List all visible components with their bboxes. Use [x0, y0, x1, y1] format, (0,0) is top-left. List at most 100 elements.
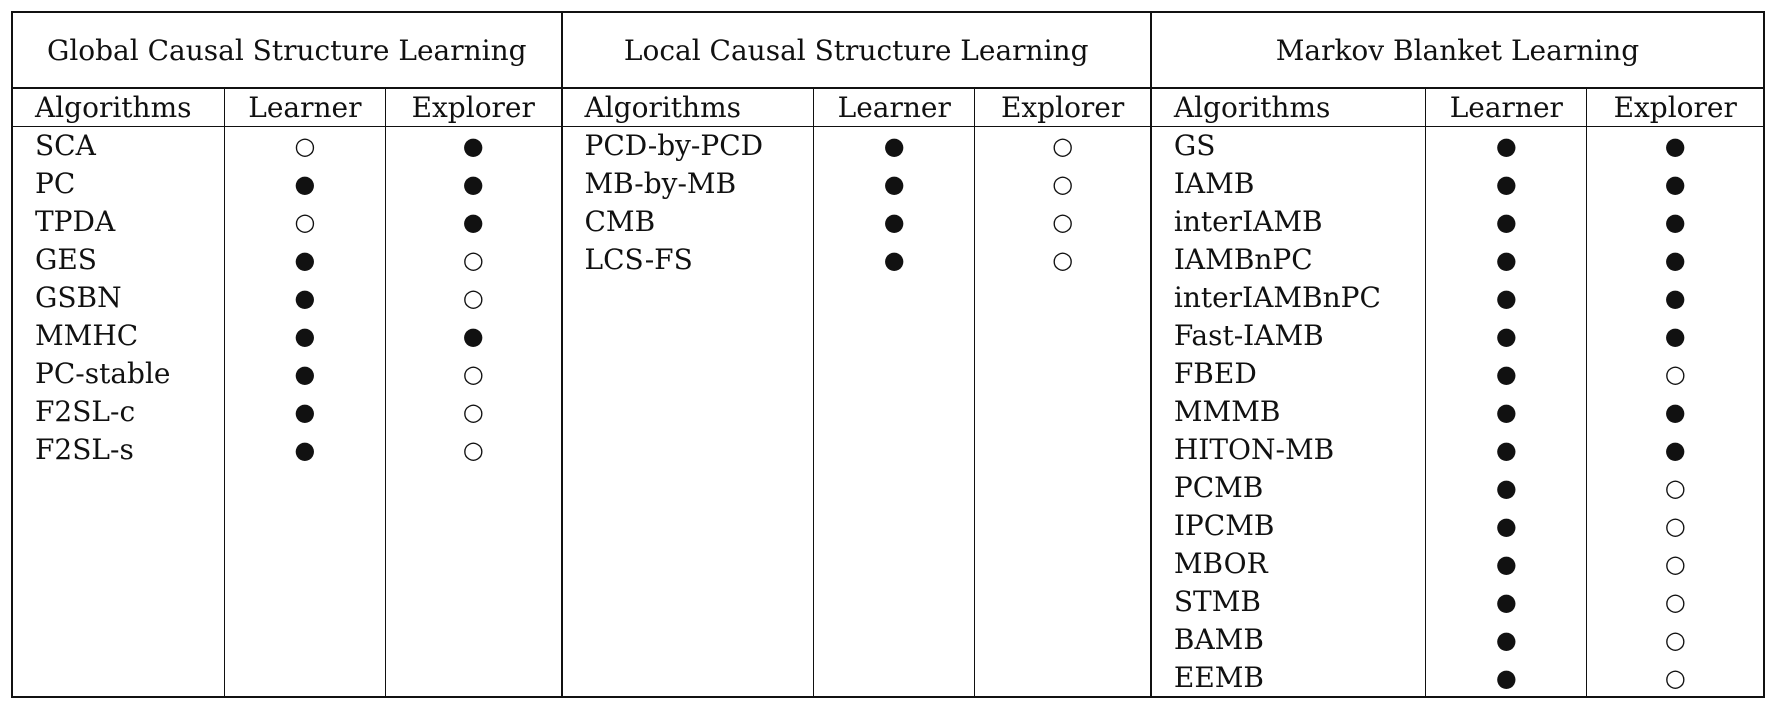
table-row: PC-stable●○FBED●○ — [13, 355, 1763, 393]
explorer-marker: ● — [385, 317, 563, 355]
empty-cell — [813, 355, 976, 393]
table-row: MMHC●●Fast-IAMB●● — [13, 317, 1763, 355]
algorithm-name: STMB — [1150, 583, 1427, 621]
learner-marker: ● — [224, 317, 386, 355]
learner-marker: ● — [1425, 507, 1588, 545]
col-header-learner: Learner — [224, 88, 386, 127]
table-row: EEMB● ○ — [13, 659, 1763, 697]
algorithm-name: MMMB — [1150, 393, 1427, 431]
table-body: SCA○●PCD-by-PCD●○GS●●PC●●MB-by-MB●○IAMB●… — [13, 126, 1763, 697]
empty-cell — [974, 355, 1152, 393]
algorithm-name: F2SL-s — [13, 431, 225, 469]
algorithm-name: PCD-by-PCD — [561, 126, 815, 165]
algorithm-name: interIAMBnPC — [1150, 279, 1427, 317]
empty-cell — [13, 545, 225, 583]
empty-cell — [813, 545, 976, 583]
group-header-row: Global Causal Structure Learning Local C… — [13, 13, 1763, 89]
empty-cell — [561, 469, 815, 507]
learner-marker: ● — [813, 165, 976, 203]
explorer-marker: ○ — [1664, 626, 1686, 654]
explorer-marker: ○ — [1664, 664, 1686, 692]
empty-cell — [561, 317, 815, 355]
learner-marker: ● — [1425, 355, 1588, 393]
explorer-marker: ○ — [1664, 588, 1686, 616]
empty-cell — [385, 545, 563, 583]
col-header-algorithms: Algorithms — [13, 88, 225, 127]
empty-cell — [561, 393, 815, 431]
empty-cell — [974, 583, 1152, 621]
explorer-marker: ○ — [974, 203, 1152, 241]
empty-cell — [385, 507, 563, 545]
algorithm-name: PCMB — [1150, 469, 1427, 507]
learner-marker: ● — [224, 241, 386, 279]
explorer-marker: ○ — [1664, 550, 1686, 578]
empty-cell — [813, 469, 976, 507]
algorithm-name: LCS-FS — [561, 241, 815, 279]
learner-marker: ● — [1425, 583, 1588, 621]
learner-marker: ● — [224, 355, 386, 393]
empty-cell — [561, 431, 815, 469]
explorer-marker: ○ — [385, 241, 563, 279]
algorithm-name: IAMB — [1150, 165, 1427, 203]
algorithm-name: Fast-IAMB — [1150, 317, 1427, 355]
explorer-marker: ○ — [385, 279, 563, 317]
empty-cell — [561, 583, 815, 621]
learner-marker: ● — [224, 393, 386, 431]
empty-cell — [974, 393, 1152, 431]
empty-cell — [13, 469, 225, 507]
table-row: MBOR●○ — [13, 545, 1763, 583]
empty-cell — [385, 659, 563, 697]
learner-marker: ● — [1425, 621, 1588, 659]
col-header-algorithms: Algorithms — [1150, 88, 1427, 127]
table-row: PC●●MB-by-MB●○IAMB●● — [13, 165, 1763, 203]
column-header-row: Algorithms Learner Explorer Algorithms L… — [13, 88, 1763, 127]
empty-cell — [813, 393, 976, 431]
empty-cell — [813, 431, 976, 469]
table-row: TPDA○●CMB●○interIAMB●● — [13, 203, 1763, 241]
empty-cell — [561, 279, 815, 317]
empty-cell — [385, 621, 563, 659]
col-header-explorer: Explorer — [974, 88, 1152, 127]
empty-cell — [224, 469, 386, 507]
algorithm-name: F2SL-c — [13, 393, 225, 431]
learner-marker: ● — [224, 165, 386, 203]
table-row: F2SL-s●○HITON-MB●● — [13, 431, 1763, 469]
learner-marker: ● — [813, 203, 976, 241]
explorer-marker: ● — [385, 165, 563, 203]
algorithm-name: IAMBnPC — [1150, 241, 1427, 279]
algorithm-name: TPDA — [13, 203, 225, 241]
empty-cell — [13, 583, 225, 621]
group-title-local: Local Causal Structure Learning — [561, 13, 1152, 89]
algorithm-name: HITON-MB — [1150, 431, 1427, 469]
explorer-marker: ○ — [974, 165, 1152, 203]
group-title-markov: Markov Blanket Learning — [1150, 13, 1763, 89]
algorithm-name: FBED — [1150, 355, 1427, 393]
algorithm-name: interIAMB — [1150, 203, 1427, 241]
empty-cell — [813, 507, 976, 545]
explorer-marker: ● — [1664, 132, 1686, 160]
explorer-marker: ○ — [1664, 512, 1686, 540]
col-header-learner: Learner — [813, 88, 976, 127]
empty-cell — [13, 659, 225, 697]
learner-marker: ● — [1425, 241, 1588, 279]
empty-cell — [974, 469, 1152, 507]
col-header-explorer: Explorer — [1586, 88, 1763, 127]
algorithm-name: IPCMB — [1150, 507, 1427, 545]
empty-cell — [813, 317, 976, 355]
learner-marker: ○ — [224, 203, 386, 241]
algorithm-name: MBOR — [1150, 545, 1427, 583]
algorithm-name: EEMB — [1150, 659, 1427, 697]
learner-marker: ● — [224, 431, 386, 469]
empty-cell — [385, 583, 563, 621]
learner-marker: ● — [1425, 659, 1588, 697]
empty-cell — [974, 621, 1152, 659]
explorer-marker: ○ — [1664, 360, 1686, 388]
empty-cell — [561, 659, 815, 697]
table: Global Causal Structure Learning Local C… — [13, 13, 1763, 697]
empty-cell — [224, 583, 386, 621]
table-row: PCMB●○ — [13, 469, 1763, 507]
empty-cell — [813, 583, 976, 621]
learner-marker: ● — [1425, 317, 1588, 355]
learner-marker: ● — [1425, 165, 1588, 203]
col-header-algorithms: Algorithms — [561, 88, 815, 127]
